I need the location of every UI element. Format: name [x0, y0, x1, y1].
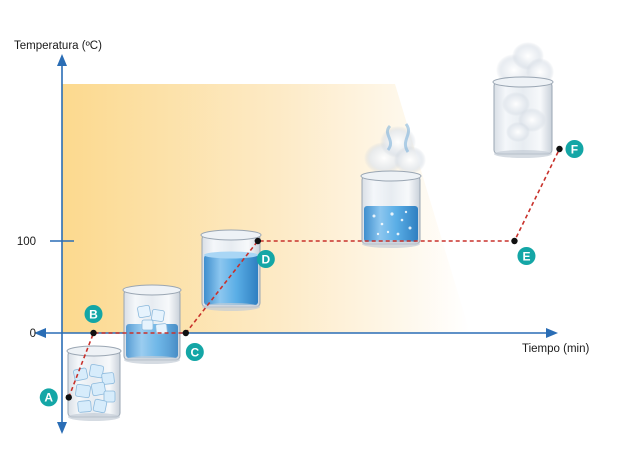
beaker-steam-icon [492, 42, 554, 158]
data-point-c [182, 329, 190, 337]
y-axis-label: Temperatura (ºC) [14, 40, 102, 52]
y-ticks: 0 100 [17, 236, 74, 340]
point-badge-a [39, 388, 58, 407]
point-label-d: D [262, 252, 271, 266]
beaker-boiling-icon [360, 123, 426, 248]
point-label-a: A [44, 391, 53, 405]
beaker-ice-water-icon [122, 284, 182, 364]
point-label-e: E [522, 249, 530, 263]
point-label-c: C [190, 345, 199, 359]
point-label-f: F [571, 142, 578, 156]
x-axis-arrow-left [34, 328, 46, 338]
background-panel [62, 84, 470, 333]
data-point-a [65, 394, 72, 401]
point-badge-f [565, 140, 584, 158]
data-point-d [254, 237, 262, 245]
point-badge-d [256, 250, 275, 268]
y-tick-label: 0 [30, 328, 36, 340]
y-axis-arrow-down [57, 422, 67, 434]
point-badge-e [517, 247, 536, 265]
y-tick-label: 100 [17, 236, 36, 248]
x-axis-arrow-right [546, 328, 558, 338]
data-point-b [90, 329, 97, 337]
point-badge-b [84, 305, 103, 323]
data-point-f [556, 145, 563, 153]
beaker-water-icon [200, 229, 262, 311]
series-line [68, 148, 561, 398]
data-point-e [511, 237, 518, 245]
point-badge-c [185, 343, 204, 361]
beaker-ice-icon [66, 345, 122, 421]
x-axis-label: Tiempo (min) [522, 343, 589, 355]
heating-curve: A B C D E F [39, 140, 584, 407]
point-label-b: B [89, 307, 98, 321]
y-axis-arrow-up [57, 54, 67, 66]
